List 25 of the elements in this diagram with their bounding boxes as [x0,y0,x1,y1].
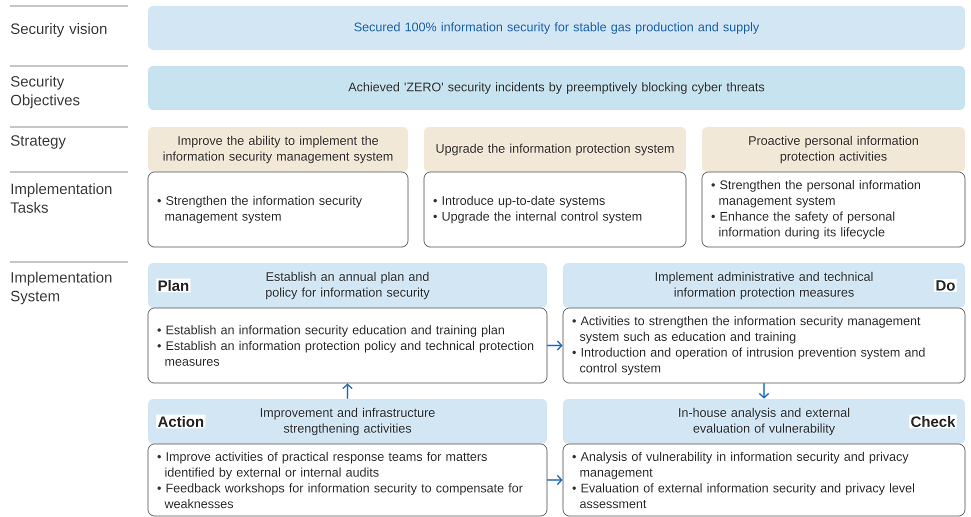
task-box: • Establish an information security education and training plan • Establish an information protection policy and technical protection measures [148,308,548,384]
task-box: • Activities to strengthen the information security management system such as education and training • Introduction and operation of intrusion prevention system and control system [562,308,966,384]
phase-label: Plan [156,278,190,292]
phase-label: Action [156,414,206,428]
task-box: • Analysis of vulnerability in information security and privacy management • Evaluation of external information security and privacy level assessment [562,444,966,516]
strategy-header: Proactive personal information protection activities [702,127,965,172]
chevron-arrow [547,340,563,351]
vision-band: Secured 100% information security for stable gas production and supply [148,6,965,50]
row-label: Security vision [10,23,106,37]
objective-band: Achieved 'ZERO' security incidents by preemptively blocking cyber threats [148,66,965,110]
row-label: Implementation System [10,272,112,304]
phase-label: Check [909,414,957,428]
strategy-header: Improve the ability to implement the information security management system [148,127,408,172]
row-label: Security Objectives [10,76,80,108]
chevron-arrow [758,383,770,399]
row-label: Strategy [10,135,66,149]
task-box: • Strengthen the personal information management system • Enhance the safety of personal information during its lifecycle [702,172,966,248]
phase-label: Do [934,278,957,292]
chevron-arrow [547,474,563,486]
strategy-header: Upgrade the information protection system [424,127,686,172]
task-box: • Strengthen the information security management system [148,172,408,248]
chevron-arrow [342,383,353,399]
row-label: Implementation Tasks [10,183,112,213]
task-box: • Introduce up-to-date systems • Upgrade the internal control system [424,172,686,248]
task-box: • Improve activities of practical response teams for matters identified by external or internal audits • Feedback workshops for information security to compensate for weaknesses [148,444,548,516]
